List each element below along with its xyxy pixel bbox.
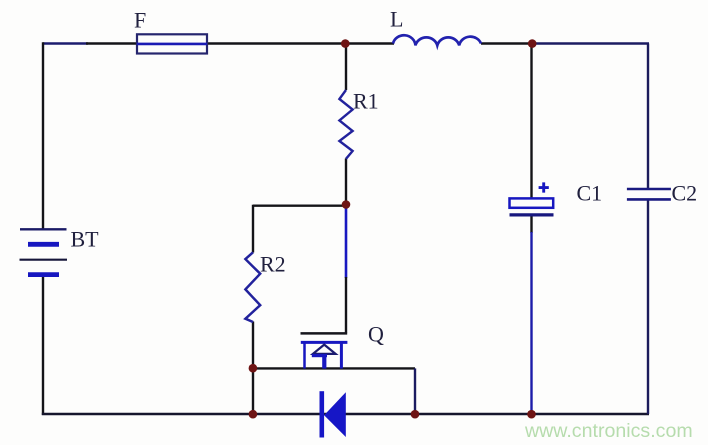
svg-text:L: L [390,6,403,31]
svg-text:F: F [134,7,146,32]
svg-text:www.cntronics.com: www.cntronics.com [524,420,693,442]
svg-text:R1: R1 [353,88,379,113]
svg-text:C2: C2 [672,180,698,205]
svg-text:Q: Q [368,321,384,346]
svg-text:C1: C1 [577,180,603,205]
svg-text:R2: R2 [260,251,286,276]
svg-text:BT: BT [71,226,100,251]
